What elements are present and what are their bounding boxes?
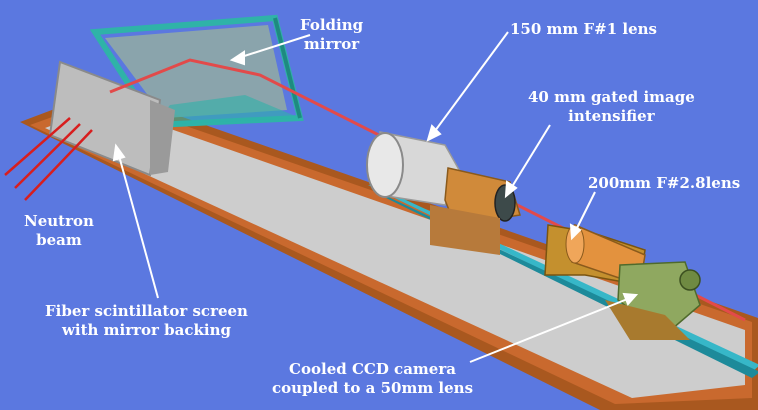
table-top (45, 106, 745, 398)
label-neutron-beam-line1: Neutron (24, 212, 94, 230)
lens-200-front (565, 224, 585, 264)
screen-support (150, 100, 175, 175)
label-intensifier-line2: intensifier (568, 107, 655, 125)
folding-mirror-assembly (89, 14, 304, 129)
label-ccd-camera-line2: coupled to a 50mm lens (272, 379, 474, 397)
leader-intensifier (509, 124, 551, 191)
leader-intensifier-head (504, 180, 518, 199)
image-intensifier (430, 167, 521, 255)
label-folding-mirror-line2: mirror (303, 35, 360, 53)
label-lens-200: 200mm F#2.8lens (588, 174, 740, 193)
ccd-fan (679, 269, 701, 291)
leader-folding-mirror-head (229, 50, 245, 66)
scintillator-assembly (48, 60, 175, 177)
beam-arrow-2 (14, 123, 81, 189)
label-folding-mirror-line1: Folding (300, 16, 364, 34)
leader-folding-mirror (237, 34, 311, 59)
label-neutron-beam: Neutron beam (24, 212, 94, 250)
ccd-camera (605, 261, 701, 340)
label-neutron-beam-line2: beam (36, 231, 82, 249)
optical-table (20, 90, 758, 410)
label-scintillator-line2: with mirror backing (61, 321, 231, 339)
leader-lens-200-head (569, 223, 582, 241)
leader-arrows (112, 31, 639, 363)
intensifier-mount (430, 205, 500, 255)
label-scintillator: Fiber scintillator screen with mirror ba… (45, 302, 248, 340)
leader-lens-150-head (426, 124, 442, 142)
leader-ccd-head (622, 292, 639, 306)
label-scintillator-line1: Fiber scintillator screen (45, 302, 248, 320)
label-lens-200-text: 200mm F#2.8lens (588, 174, 741, 192)
label-folding-mirror: Folding mirror (300, 16, 363, 54)
leader-lens-150 (431, 31, 509, 136)
label-intensifier-line1: 40 mm gated image (528, 88, 695, 106)
leader-scintillator-head (112, 143, 126, 162)
ccd-mount (605, 300, 690, 340)
label-lens-150-text: 150 mm F#1 lens (510, 20, 657, 38)
neutron-beam-arrows (4, 117, 93, 201)
leader-scintillator (117, 151, 159, 299)
label-ccd-camera: Cooled CCD camera coupled to a 50mm lens (272, 360, 473, 398)
folding-mirror (105, 25, 287, 118)
label-lens-150: 150 mm F#1 lens (510, 20, 657, 39)
lens-150-front (366, 132, 404, 198)
mirror-strut (273, 17, 302, 119)
beam-arrow-3 (24, 129, 93, 201)
leader-ccd (469, 297, 631, 363)
leader-lens-200 (574, 191, 596, 233)
mirror-base (155, 95, 300, 125)
label-ccd-camera-line1: Cooled CCD camera (289, 360, 456, 378)
label-intensifier: 40 mm gated image intensifier (528, 88, 695, 126)
beam-arrow-1 (4, 117, 71, 176)
